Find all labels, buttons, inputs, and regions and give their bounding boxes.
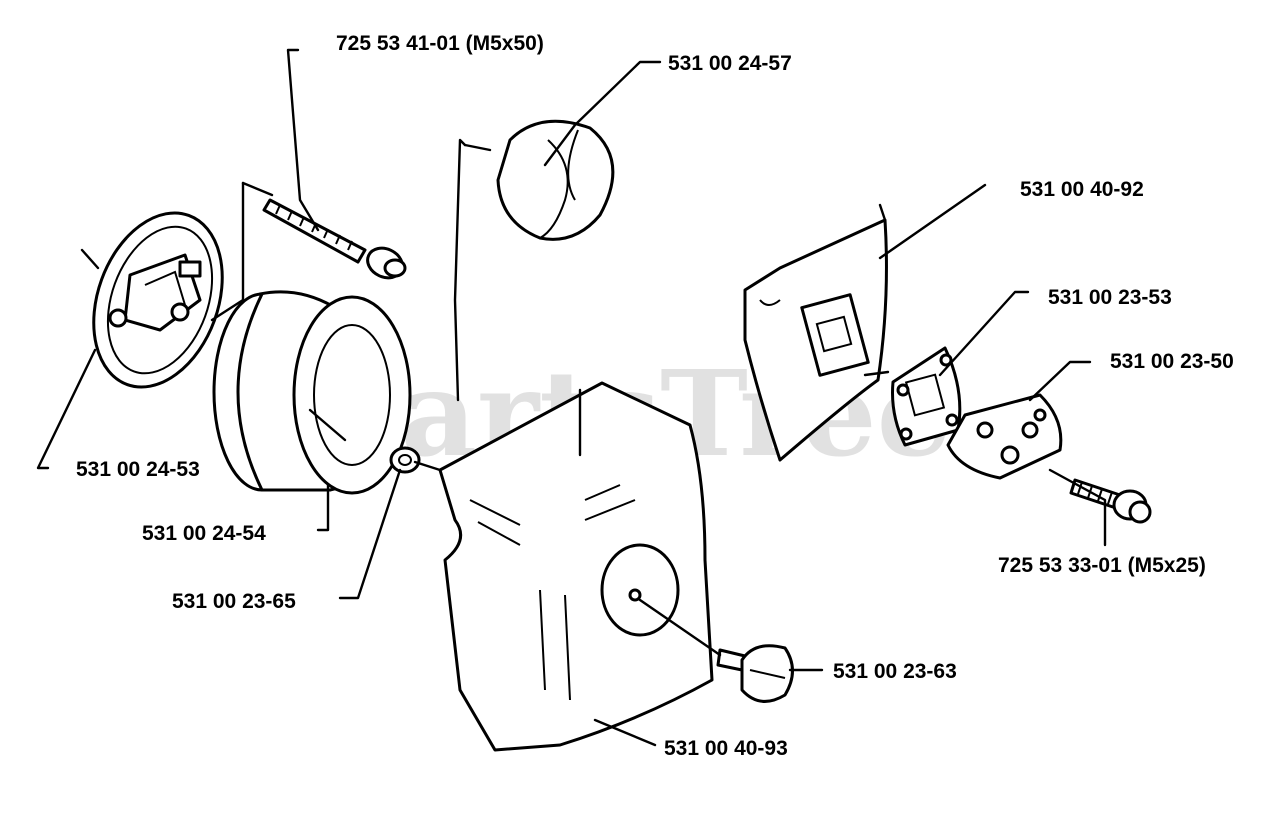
filter-base-part[interactable] — [71, 195, 245, 405]
leader-filter — [316, 483, 330, 532]
leader-filter-cap — [543, 60, 662, 167]
nut-part[interactable] — [389, 446, 421, 474]
label-gasket: 531 00 23-53 — [1048, 286, 1172, 309]
leader-knob-shaft — [638, 598, 722, 657]
leader-filter-base — [36, 348, 97, 470]
filter-cap-part[interactable] — [496, 119, 615, 241]
leader-heat-shield-low — [863, 370, 890, 377]
label-filter-cap: 531 00 24-57 — [668, 52, 792, 75]
filter-holder-part[interactable] — [946, 393, 1063, 480]
label-nut: 531 00 23-65 — [172, 590, 296, 613]
leader-heat-shield-tick — [878, 203, 887, 222]
label-knob: 531 00 23-63 — [833, 660, 957, 683]
label-filter-holder: 531 00 23-50 — [1110, 350, 1234, 373]
screw-m5x50-part[interactable] — [262, 198, 407, 283]
leader-nut — [338, 468, 402, 600]
screw-m5x25-part[interactable] — [1069, 478, 1152, 524]
label-heat-shield: 531 00 40-92 — [1020, 178, 1144, 201]
leader-nut-cover — [413, 460, 442, 472]
leader-screw-m5x50 — [286, 48, 320, 232]
label-filter-base: 531 00 24-53 — [76, 458, 200, 481]
leader-screw-frame — [210, 181, 245, 322]
knob-part[interactable] — [716, 644, 794, 703]
label-filter: 531 00 24-54 — [142, 522, 266, 545]
leader-screw-m5x25 — [1048, 468, 1107, 547]
label-screw-m5x50: 725 53 41-01 (M5x50) — [336, 32, 544, 55]
leader-cover-top — [463, 143, 492, 152]
filter-part[interactable] — [212, 290, 412, 495]
leader-cover-stem — [453, 138, 467, 402]
label-cover: 531 00 40-93 — [664, 737, 788, 760]
leader-filter-base-top — [80, 248, 100, 270]
leader-screw-frame-top — [241, 181, 274, 197]
leader-lines — [36, 48, 1107, 747]
leader-heat-shield — [878, 183, 987, 260]
leader-gasket — [938, 290, 1030, 377]
leader-cover — [593, 718, 657, 747]
leader-filter-holder — [1028, 360, 1092, 402]
heat-shield-part[interactable] — [743, 218, 888, 462]
leader-filter-inner — [308, 408, 347, 442]
label-screw-m5x25: 725 53 33-01 (M5x25) — [998, 554, 1206, 577]
